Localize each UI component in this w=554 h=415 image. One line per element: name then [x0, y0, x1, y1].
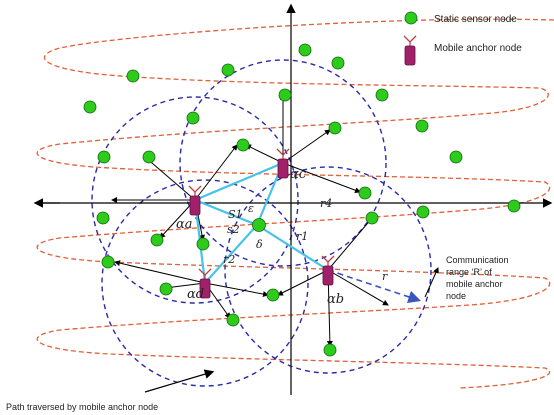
static-node	[101, 255, 115, 269]
static-node	[507, 199, 521, 213]
range-circle-c	[179, 59, 387, 267]
static-node	[375, 88, 389, 102]
anchor-links	[111, 94, 389, 347]
legend-static-label: Static sensor node	[434, 14, 517, 25]
segment-label-s1: S1	[228, 208, 243, 221]
static-node	[196, 237, 210, 251]
comm-range-annotation: Communication range ‘R’ of mobile anchor…	[446, 255, 509, 301]
segment-label-r1: r1	[296, 230, 308, 243]
segment-label-s2: s2	[227, 223, 240, 236]
segment-label-r2: r2	[223, 253, 235, 266]
anchor-trajectory	[36, 18, 554, 389]
static-node	[96, 211, 110, 225]
anchor-label-d: αd	[187, 287, 204, 302]
anchor-label-a: αa	[176, 217, 193, 232]
static-node	[331, 56, 345, 70]
static-node	[126, 69, 140, 83]
static-node	[323, 343, 337, 357]
comm-range-pointer	[424, 267, 439, 298]
range-circle-b	[224, 166, 432, 374]
static-nodes	[83, 43, 521, 357]
mobile-anchor-a	[188, 185, 202, 216]
static-node	[142, 150, 156, 164]
static-node	[83, 100, 97, 114]
static-node	[415, 119, 429, 133]
static-node	[365, 211, 379, 225]
static-node	[159, 282, 173, 296]
svg-text:mobile anchor: mobile anchor	[446, 279, 503, 289]
static-node	[226, 313, 240, 327]
static-node	[328, 121, 342, 135]
static-node	[252, 218, 266, 232]
segment-label-eps: ε	[248, 202, 254, 215]
static-node	[221, 63, 235, 77]
range-radius-arrow	[327, 269, 422, 304]
mobile-anchor-b	[321, 255, 335, 286]
segment-label-r: r	[382, 270, 388, 283]
static-node	[358, 186, 372, 200]
static-node	[186, 111, 200, 125]
static-node	[236, 138, 250, 152]
segment-label-r4: r4	[320, 197, 332, 210]
static-node	[278, 88, 292, 102]
legend-static-node-icon	[404, 11, 418, 25]
static-node	[416, 205, 430, 219]
legend-mobile-anchor-icon	[403, 35, 417, 66]
svg-text:range ‘R’ of: range ‘R’ of	[446, 267, 492, 277]
static-node	[150, 233, 164, 247]
legend-mobile-label: Mobile anchor node	[434, 43, 522, 54]
static-node	[298, 43, 312, 57]
static-node	[97, 150, 111, 164]
static-node	[266, 288, 280, 302]
mobile-anchor-d	[198, 268, 212, 299]
path-label-pointer	[144, 369, 215, 393]
svg-text:Communication: Communication	[446, 255, 509, 265]
svg-text:node: node	[446, 291, 466, 301]
anchor-label-b: αb	[327, 292, 344, 307]
legend: Static sensor node Mobile anchor node	[403, 11, 522, 66]
mobile-anchor-c	[276, 148, 290, 179]
range-circle-d	[101, 179, 309, 387]
anchor-label-c: αc	[290, 167, 307, 182]
segment-label-delta: δ	[256, 238, 263, 251]
static-node	[449, 150, 463, 164]
path-label: Path traversed by mobile anchor node	[6, 402, 158, 412]
range-circle-a	[91, 96, 299, 304]
